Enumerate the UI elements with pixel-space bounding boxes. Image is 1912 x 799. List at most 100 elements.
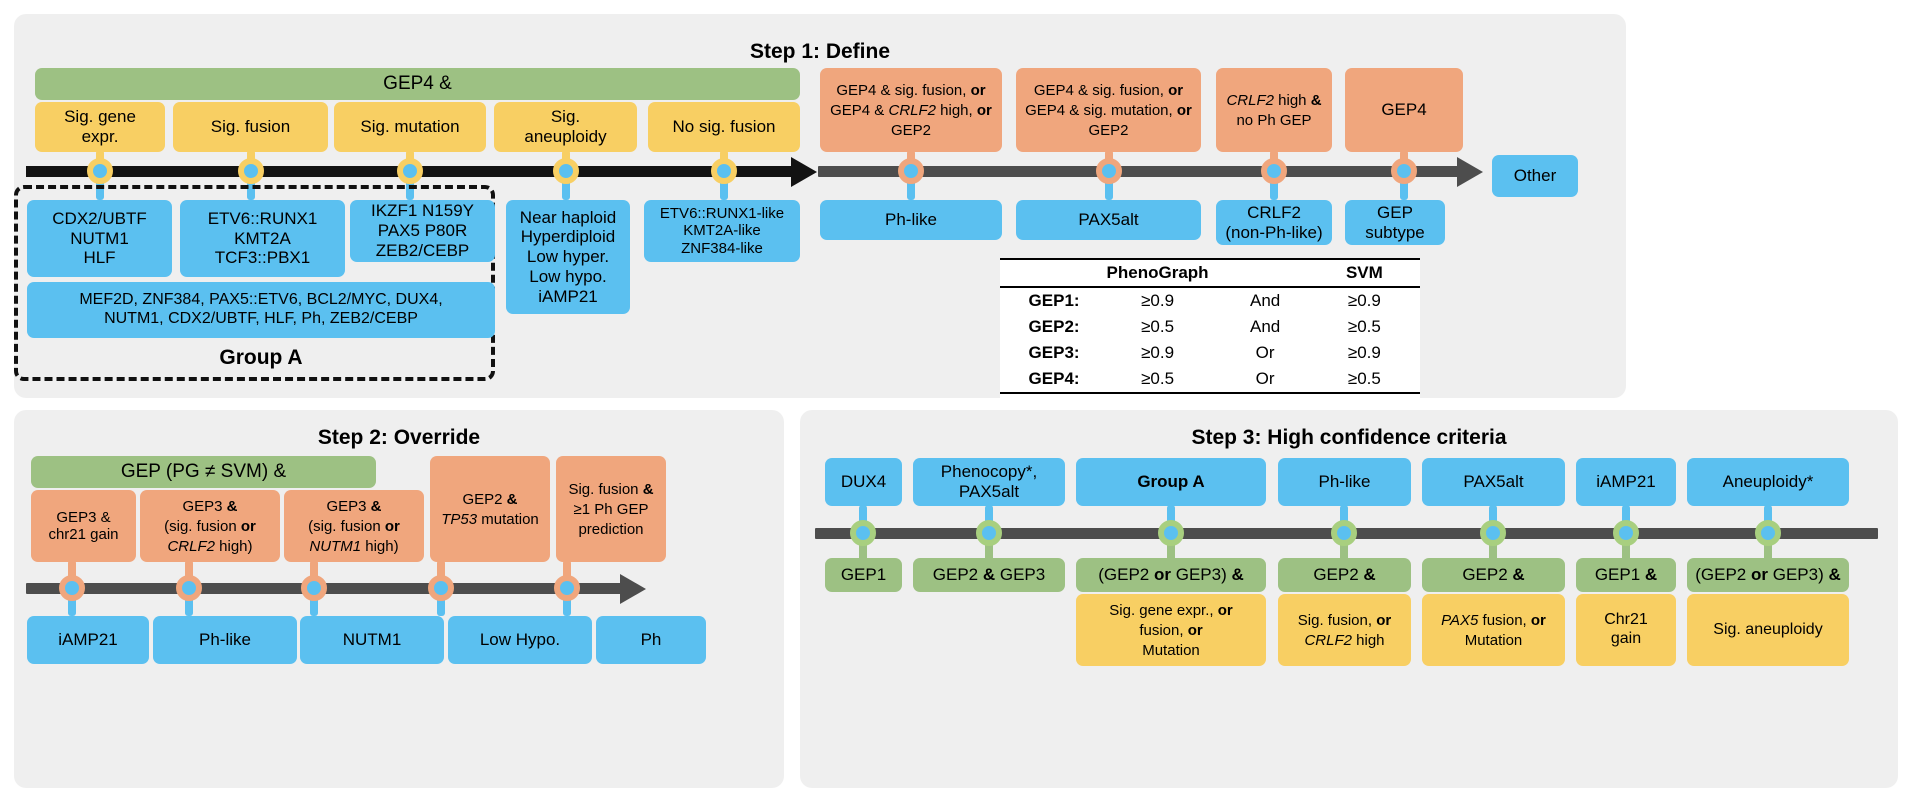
step1-axis-black-arrowhead [791,157,817,187]
step3-criterion-gep2-or-gep3-a[interactable]: (GEP2 or GEP3) & [1076,558,1266,592]
step1-stem-down-8 [1270,172,1278,200]
step3-node-7[interactable] [1755,520,1781,546]
step2-criterion-iamp21[interactable]: GEP3 & chr21 gain [31,490,136,562]
step1-criterion-no-sig-fusion[interactable]: No sig. fusion [648,102,800,152]
step2-node-1[interactable] [59,575,85,601]
step1-outcome-ph-like[interactable]: Ph-like [820,200,1002,240]
step2-outcome-ph[interactable]: Ph [596,616,706,664]
table-row: GEP2: ≥0.5 And ≥0.5 [1000,314,1420,340]
step3-subtype-ph-like[interactable]: Ph-like [1278,458,1411,506]
gep-table-col-0 [1000,258,1094,288]
step3-subtype-group-a-text: Group A [1137,472,1205,492]
step3-node-1[interactable] [850,520,876,546]
table-row: GEP3: ≥0.9 Or ≥0.9 [1000,340,1420,366]
step2-stem-down-1 [68,590,76,616]
step1-outcome-etv6-runx1[interactable]: ETV6::RUNX1 KMT2A TCF3::PBX1 [180,200,345,277]
step2-stem-down-2 [185,590,193,616]
step3-subtype-group-a[interactable]: Group A [1076,458,1266,506]
step3-node-6[interactable] [1613,520,1639,546]
step1-outcome-pax5alt[interactable]: PAX5alt [1016,200,1201,240]
step2-criterion-low-hypo[interactable]: GEP2 &TP53 mutation [430,456,550,562]
step2-node-2[interactable] [176,575,202,601]
step1-node-9[interactable] [1391,158,1417,184]
step3-stem-up-4 [1340,505,1348,527]
step3-criterion-gep2-or-gep3-b[interactable]: (GEP2 or GEP3) & [1687,558,1849,592]
gep-row-label: GEP2: [1028,317,1080,336]
step3-node-3[interactable] [1158,520,1184,546]
step1-criterion-sig-aneuploidy[interactable]: Sig. aneuploidy [494,102,637,152]
step1-criterion-sig-fusion[interactable]: Sig. fusion [173,102,328,152]
step3-criterion-gep2-gep3[interactable]: GEP2 & GEP3 [913,558,1065,592]
step1-stem-down-6 [907,172,915,200]
step3-node-2[interactable] [976,520,1002,546]
step1-criterion-sig-mutation[interactable]: Sig. mutation [334,102,486,152]
step3-stem-down-5 [1489,535,1497,561]
gep-table-col-2 [1221,258,1309,288]
step2-outcome-nutm1[interactable]: NUTM1 [300,616,444,664]
step3-node-4[interactable] [1331,520,1357,546]
step3-subtype-dux4[interactable]: DUX4 [825,458,902,506]
step3-subtype-pax5alt[interactable]: PAX5alt [1422,458,1565,506]
step3-criterion-aneuploidy-detail[interactable]: Sig. aneuploidy [1687,594,1849,666]
step1-outcome-ikzf1[interactable]: IKZF1 N159Y PAX5 P80R ZEB2/CEBP [350,200,495,262]
step2-stem-5 [563,560,571,582]
gep-row-svm: ≥0.9 [1347,343,1381,362]
step1-node-1[interactable] [87,158,113,184]
step1-outcome-gep-subtype[interactable]: GEP subtype [1345,200,1445,245]
step3-criterion-gep2-a[interactable]: GEP2 & [1278,558,1411,592]
step1-criterion-gep4[interactable]: GEP4 [1345,68,1463,152]
gep-row-op: And [1250,291,1281,310]
step1-node-6[interactable] [898,158,924,184]
step1-node-8[interactable] [1261,158,1287,184]
step1-criterion-crlf2[interactable]: CRLF2 high &no Ph GEP [1216,68,1332,152]
step3-criterion-iamp21-detail[interactable]: Chr21 gain [1576,594,1676,666]
gep-row-svm: ≥0.9 [1347,291,1381,310]
gep-row-label: GEP3: [1028,343,1080,362]
step3-criterion-gep1[interactable]: GEP1 [825,558,902,592]
step1-node-2[interactable] [238,158,264,184]
step2-outcome-ph-like[interactable]: Ph-like [153,616,297,664]
step2-green-bar: GEP (PG ≠ SVM) & [31,456,376,488]
step3-stem-down-3 [1167,535,1175,561]
step3-criterion-gep1-b[interactable]: GEP1 & [1576,558,1676,592]
step1-axis-grey [818,166,1458,177]
step3-stem-down-6 [1622,535,1630,561]
step2-criterion-low-hypo-text: GEP2 &TP53 mutation [441,491,539,528]
step1-outcome-group-a-wide[interactable]: MEF2D, ZNF384, PAX5::ETV6, BCL2/MYC, DUX… [27,282,495,338]
step3-subtype-phenocopy[interactable]: Phenocopy*, PAX5alt [913,458,1065,506]
step1-outcome-cdx2[interactable]: CDX2/UBTF NUTM1 HLF [27,200,172,277]
step1-criterion-sig-gene-expr[interactable]: Sig. gene expr. [35,102,165,152]
step1-outcome-other[interactable]: Other [1492,155,1578,197]
step1-node-7[interactable] [1096,158,1122,184]
step2-title: Step 2: Override [317,426,481,449]
step3-subtype-iamp21[interactable]: iAMP21 [1576,458,1676,506]
step2-node-5[interactable] [554,575,580,601]
step2-node-3[interactable] [301,575,327,601]
step1-stem-down-7 [1105,172,1113,200]
step2-outcome-iamp21[interactable]: iAMP21 [27,616,149,664]
step1-node-4[interactable] [553,158,579,184]
step1-node-3[interactable] [397,158,423,184]
step1-outcome-gep-like[interactable]: ETV6::RUNX1-like KMT2A-like ZNF384-like [644,200,800,262]
step3-criterion-gep2-b[interactable]: GEP2 & [1422,558,1565,592]
gep-table-col-svm: SVM [1308,258,1420,288]
step2-outcome-low-hypo[interactable]: Low Hypo. [448,616,592,664]
step1-node-5[interactable] [711,158,737,184]
step3-node-5[interactable] [1480,520,1506,546]
step3-subtype-aneuploidy[interactable]: Aneuploidy* [1687,458,1849,506]
step1-outcome-aneuploidy[interactable]: Near haploid Hyperdiploid Low hyper. Low… [506,200,630,314]
step2-stem-3 [310,560,318,582]
step2-node-4[interactable] [428,575,454,601]
step1-outcome-crlf2[interactable]: CRLF2 (non-Ph-like) [1216,200,1332,245]
